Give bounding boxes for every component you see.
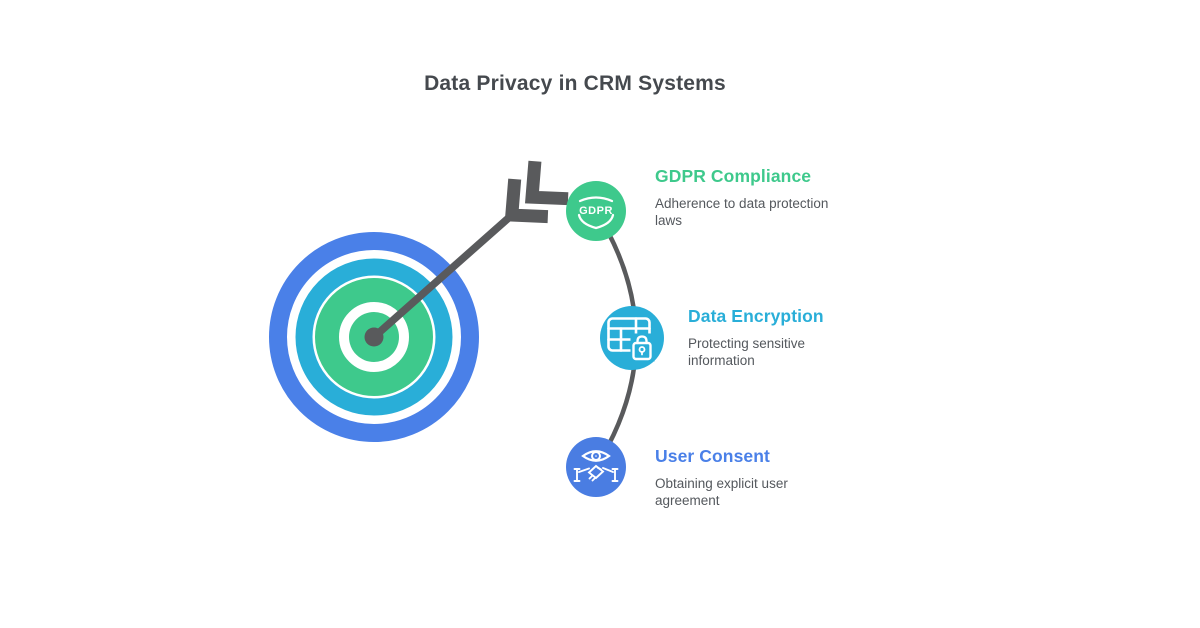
table-lock-icon [600, 306, 664, 370]
item-data-encryption: Data Encryption Protecting sensitive inf… [688, 306, 838, 369]
shield-top-arc [578, 196, 614, 203]
lock-glyph [632, 335, 652, 361]
arrow-shaft [371, 206, 521, 340]
target-bullseye-graphic [269, 160, 569, 442]
target-green-ring [315, 278, 433, 396]
shield-bottom-arc [577, 213, 615, 230]
target-center-dot [364, 327, 384, 347]
gdpr-badge-label: GDPR [579, 205, 613, 217]
eye-handshake-icon [566, 437, 626, 497]
page-title: Data Privacy in CRM Systems [424, 72, 726, 95]
eye-glyph [581, 450, 611, 462]
arrow-graphic [371, 160, 569, 340]
target-cyan-ring [295, 258, 453, 416]
item-description: Protecting sensitive information [688, 336, 806, 368]
gdpr-shield-icon: GDPR [566, 181, 626, 241]
arrow-fletching-inner [504, 178, 549, 224]
item-user-consent: User Consent Obtaining explicit user agr… [655, 446, 820, 509]
item-gdpr-compliance: GDPR Compliance Adherence to data protec… [655, 166, 845, 229]
item-description: Obtaining explicit user agreement [655, 476, 788, 508]
item-heading: GDPR Compliance [655, 166, 812, 186]
item-heading: User Consent [655, 446, 770, 466]
target-outer-blue-ring [269, 232, 479, 442]
arrow-fletching-outer [525, 160, 569, 206]
handshake-glyph [573, 464, 619, 482]
gdpr-icon-circle [566, 181, 626, 241]
item-description: Adherence to data protection laws [655, 196, 829, 228]
item-heading: Data Encryption [688, 306, 824, 326]
